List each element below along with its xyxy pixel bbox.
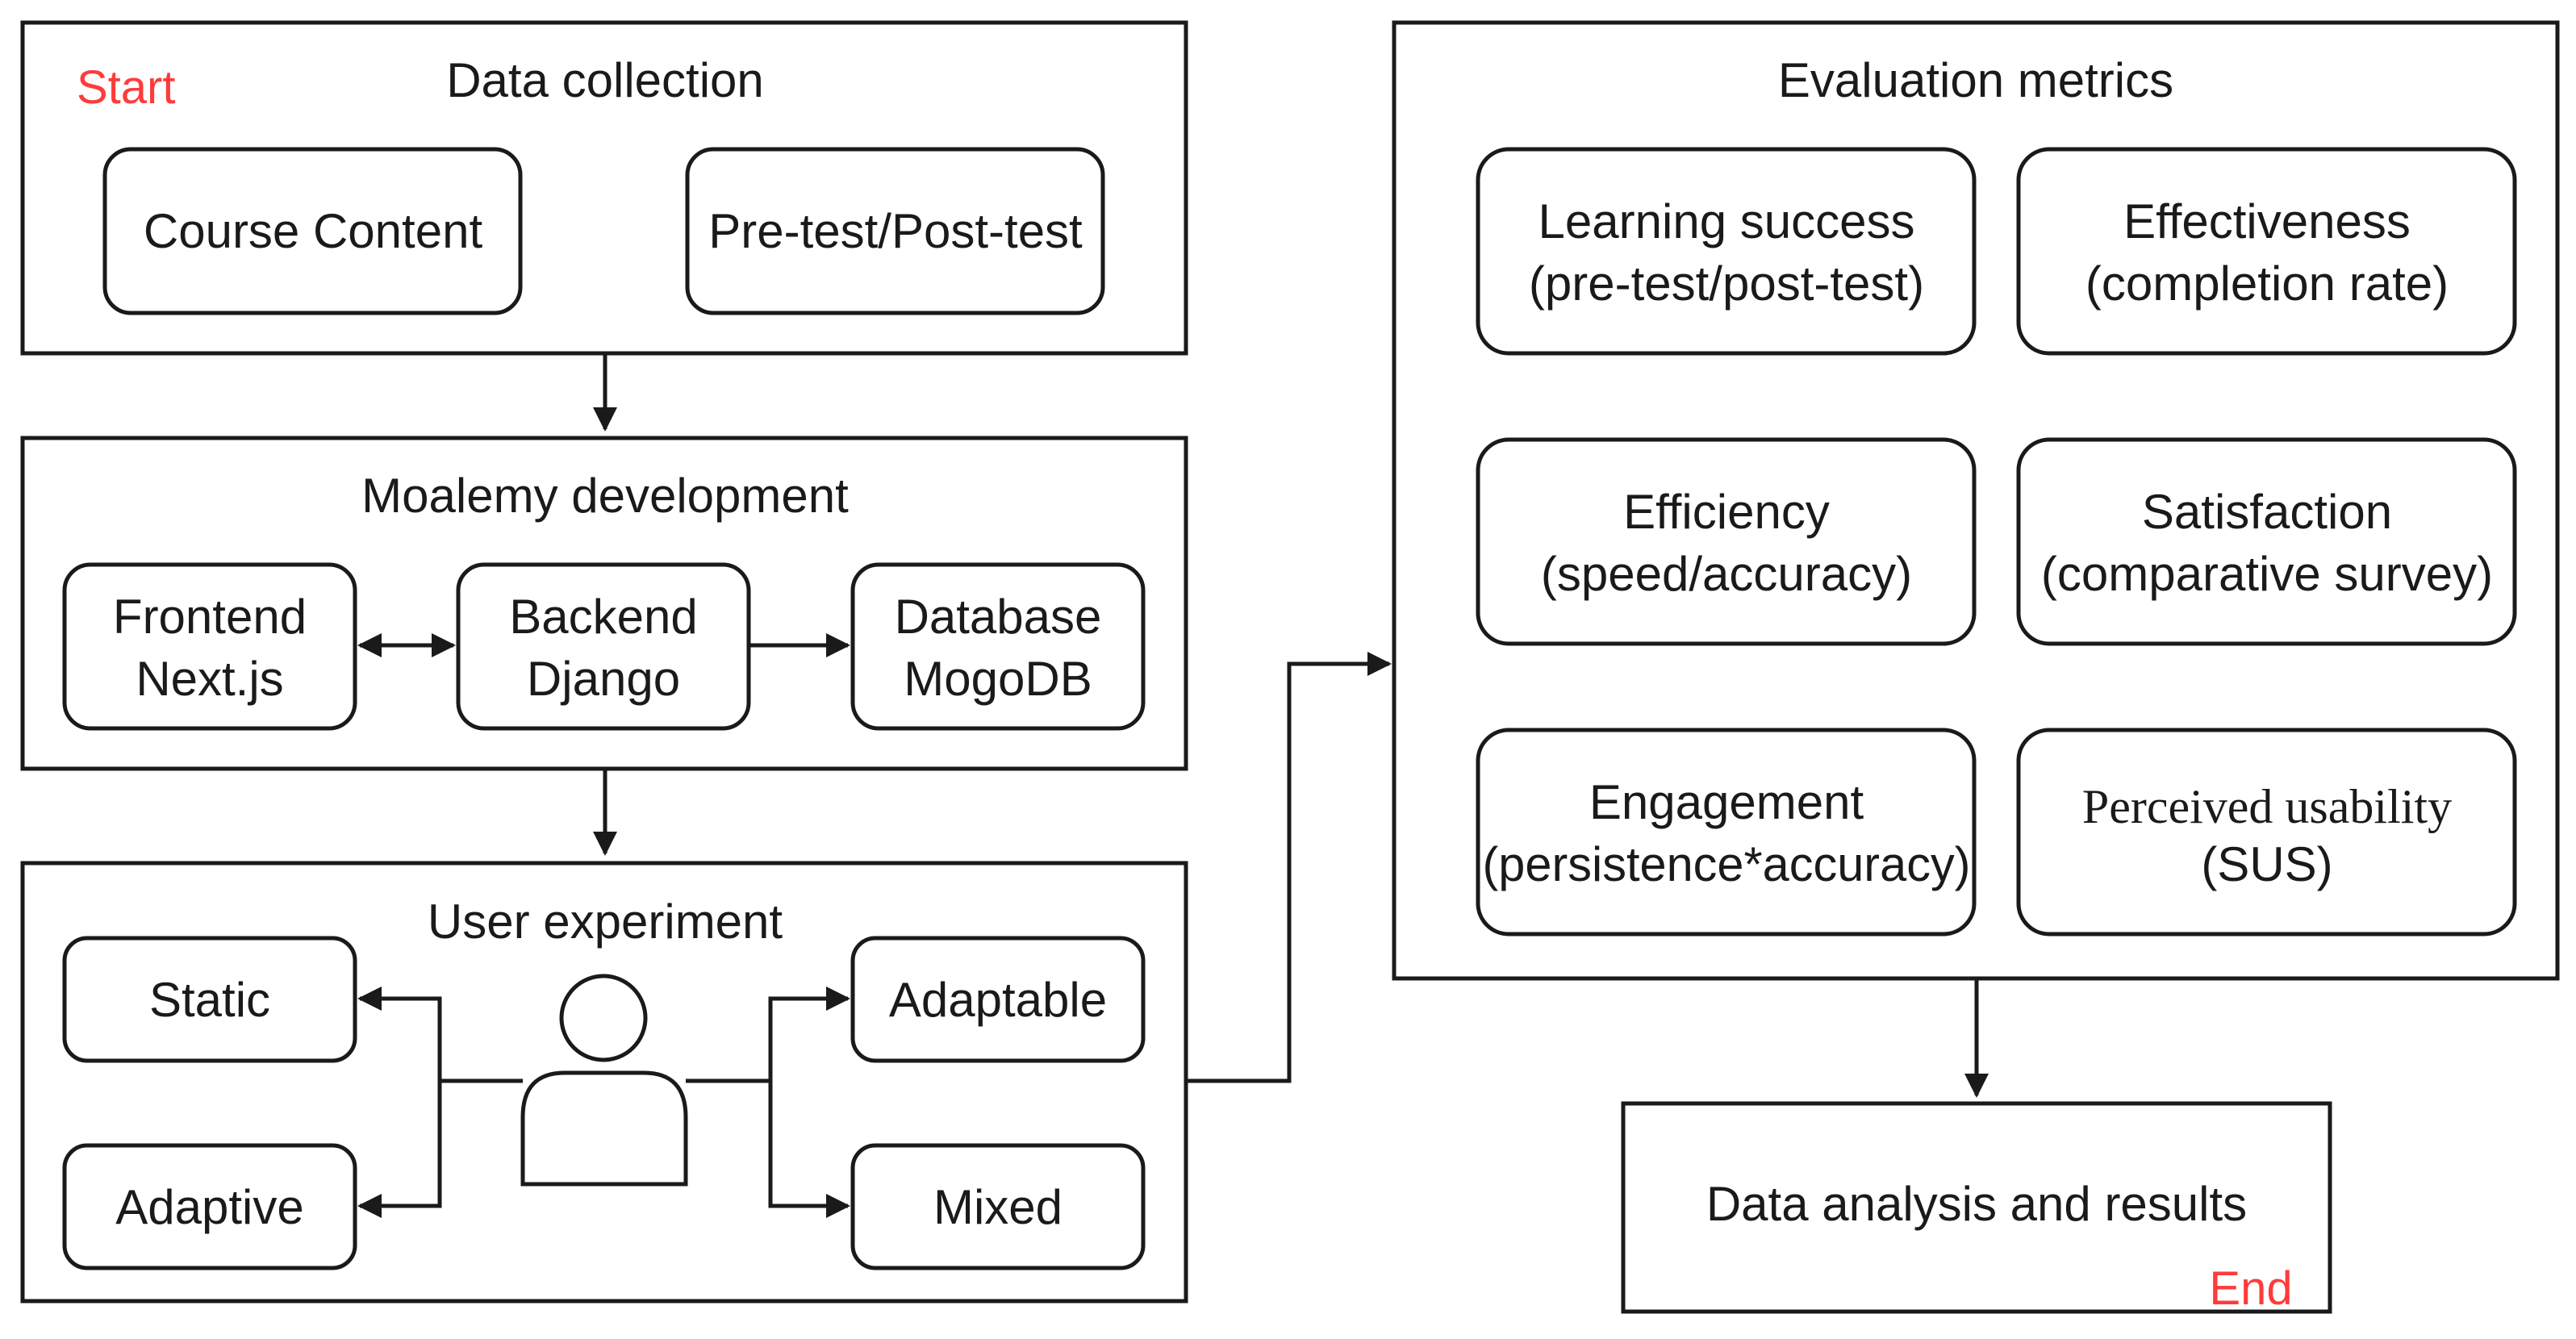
static-box bbox=[62, 936, 357, 1063]
metric-satisfaction-detail: (comparative survey) bbox=[2041, 547, 2493, 601]
metric-engagement-box bbox=[1476, 728, 1977, 936]
evaluation-title: Evaluation metrics bbox=[1778, 53, 2173, 107]
arrow-to-static bbox=[357, 987, 442, 1081]
results-frame bbox=[1621, 1101, 2332, 1314]
pre-post-test-box bbox=[685, 147, 1105, 315]
frontend-box bbox=[62, 562, 357, 731]
metric-learning-success-detail: (pre-test/post-test) bbox=[1529, 257, 1924, 311]
frontend-label: Frontend bbox=[113, 590, 307, 644]
data-collection-title: Data collection bbox=[446, 53, 764, 107]
metric-efficiency-label: Efficiency bbox=[1623, 485, 1830, 539]
metric-learning-success-label: Learning success bbox=[1539, 194, 1915, 248]
end-label: End bbox=[2209, 1262, 2292, 1315]
course-content-label: Course Content bbox=[144, 204, 483, 258]
arrow-experiment-to-evaluation bbox=[1186, 652, 1392, 1083]
metric-usability-label: Perceived usability bbox=[2082, 780, 2452, 833]
start-label: Start bbox=[77, 61, 176, 114]
metric-engagement-label: Engagement bbox=[1589, 775, 1864, 829]
arrow-to-adaptable bbox=[768, 987, 850, 1081]
static-label: Static bbox=[149, 973, 270, 1027]
data-collection-section: Start Data collection Course Content Pre… bbox=[20, 20, 1188, 356]
experiment-section: User experiment Static Adaptive Adaptabl… bbox=[20, 861, 1188, 1304]
results-label: Data analysis and results bbox=[1706, 1177, 2247, 1231]
arrow-to-mixed bbox=[768, 1081, 850, 1218]
mixed-label: Mixed bbox=[933, 1180, 1063, 1234]
pre-post-test-label: Pre-test/Post-test bbox=[708, 204, 1083, 258]
metric-satisfaction-label: Satisfaction bbox=[2142, 485, 2392, 539]
person-icon bbox=[520, 974, 688, 1187]
adaptive-box bbox=[62, 1143, 357, 1270]
metric-usability-detail: (SUS) bbox=[2201, 837, 2332, 891]
development-title: Moalemy development bbox=[361, 469, 849, 523]
database-box bbox=[850, 562, 1146, 731]
database-tech-label: MogoDB bbox=[904, 652, 1092, 706]
adaptive-label: Adaptive bbox=[115, 1180, 304, 1234]
evaluation-section: Evaluation metrics Learning success (pre… bbox=[1392, 20, 2560, 981]
course-content-box bbox=[102, 147, 523, 315]
experiment-title: User experiment bbox=[428, 895, 783, 949]
metric-effectiveness-label: Effectiveness bbox=[2123, 194, 2411, 248]
metric-satisfaction-box bbox=[2016, 437, 2517, 646]
database-label: Database bbox=[895, 590, 1102, 644]
metric-engagement-detail: (persistence*accuracy) bbox=[1483, 837, 1971, 891]
development-section: Moalemy development Frontend Next.js Bac… bbox=[20, 436, 1188, 771]
results-section: Data analysis and results End bbox=[1621, 1101, 2332, 1315]
frontend-tech-label: Next.js bbox=[136, 652, 283, 706]
adaptable-box bbox=[850, 936, 1146, 1063]
backend-tech-label: Django bbox=[527, 652, 680, 706]
metric-learning-success-box bbox=[1476, 147, 1977, 356]
backend-label: Backend bbox=[509, 590, 698, 644]
mixed-box bbox=[850, 1143, 1146, 1270]
metric-effectiveness-box bbox=[2016, 147, 2517, 356]
metric-efficiency-detail: (speed/accuracy) bbox=[1541, 547, 1912, 601]
metric-efficiency-box bbox=[1476, 437, 1977, 646]
metric-usability-box bbox=[2016, 728, 2517, 936]
metric-effectiveness-detail: (completion rate) bbox=[2085, 257, 2449, 311]
adaptable-label: Adaptable bbox=[889, 973, 1107, 1027]
arrow-to-adaptive bbox=[357, 1081, 442, 1218]
